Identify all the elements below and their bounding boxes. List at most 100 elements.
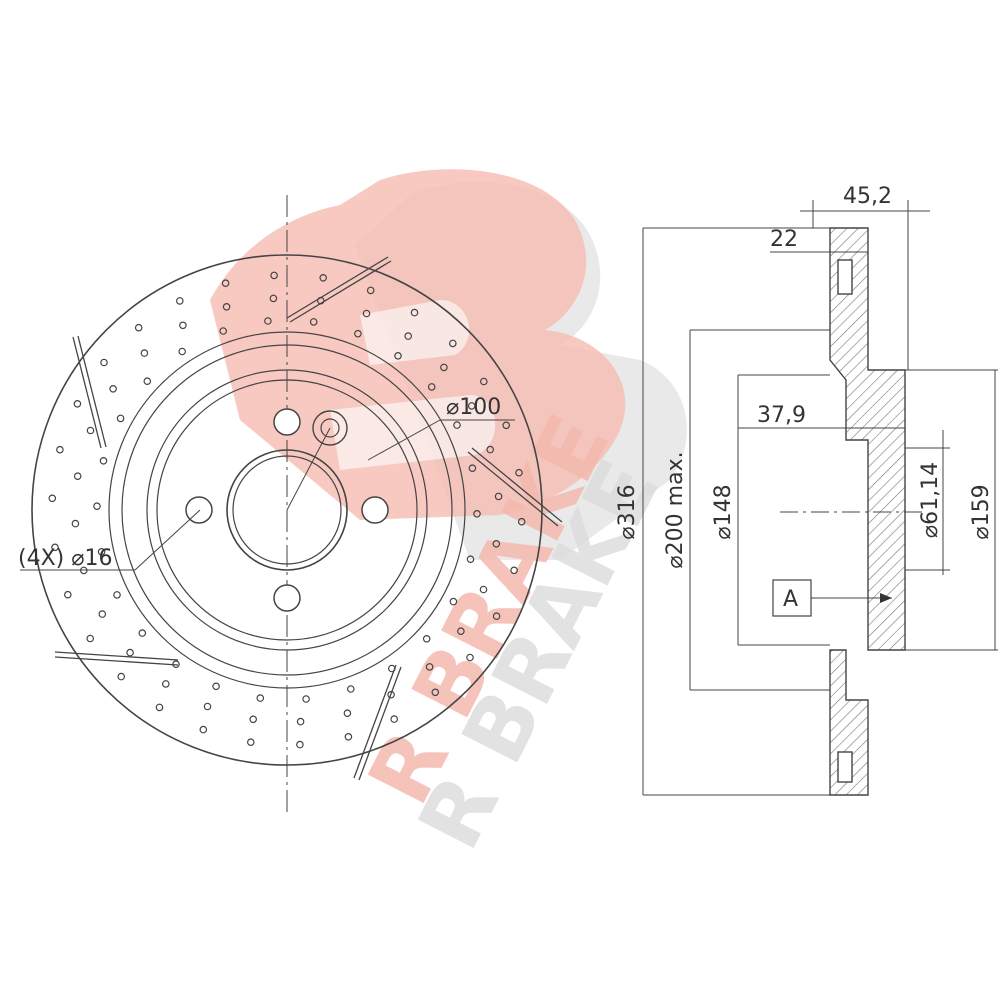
bolt-hole (273, 584, 301, 612)
drill-hole (479, 585, 488, 594)
drill-hole (404, 332, 413, 340)
drill-hole (449, 597, 458, 606)
drill-hole (468, 464, 477, 473)
dim-outer-diameter: ⌀316 (615, 484, 640, 539)
drill-hole (162, 680, 170, 688)
locating-hole-inner (320, 418, 340, 438)
drill-hole (99, 456, 108, 465)
drill-hole (362, 309, 371, 318)
drill-hole (256, 694, 265, 702)
drill-hole (425, 663, 434, 671)
drill-hole (390, 715, 399, 723)
drill-hole (219, 327, 228, 335)
drill-hole (344, 732, 353, 741)
vent-gap-lower (837, 751, 853, 783)
drill-hole (270, 271, 278, 280)
locating-hole-outer (312, 410, 348, 446)
datum-label: A (783, 587, 798, 612)
drill-hole (98, 610, 107, 618)
drill-holes (48, 271, 526, 749)
drill-hole (448, 339, 457, 348)
drill-hole (176, 297, 184, 305)
drill-hole (48, 494, 57, 503)
dim-overall-thickness: 45,2 (843, 184, 892, 209)
drill-hole (494, 492, 503, 501)
drill-hole (73, 399, 82, 408)
drill-hole (296, 740, 304, 749)
drill-hole (222, 302, 231, 311)
center-bore-outer (226, 449, 348, 571)
drill-hole (466, 555, 475, 564)
hat-inner-circle (156, 379, 418, 641)
drill-hole (343, 709, 352, 718)
drill-hole (410, 308, 419, 317)
drill-hole (466, 653, 474, 662)
logo-cutout (360, 300, 470, 365)
drill-hole (269, 294, 278, 303)
drill-hole (203, 702, 212, 711)
drill-hole (431, 688, 440, 697)
drill-hole (179, 321, 187, 330)
bolt-circle-leader (286, 427, 331, 511)
drill-hole (453, 421, 461, 429)
drill-hole (479, 377, 488, 386)
slot-groove-1 (286, 256, 392, 323)
drill-hole (492, 539, 501, 548)
front-view (20, 195, 563, 815)
drill-hole (492, 612, 501, 621)
drill-hole (394, 351, 402, 360)
drill-hole (100, 358, 108, 367)
drill-hole (354, 329, 362, 338)
bolt-hole-label: (4X) ⌀16 (18, 546, 112, 571)
hat-step-circle (146, 369, 428, 651)
dim-hat-diameter: ⌀148 (711, 484, 736, 539)
drill-hole (387, 690, 395, 699)
dim-disc-thickness: 22 (770, 227, 798, 252)
datum-arrow (880, 593, 892, 603)
drill-hole (296, 717, 305, 726)
drill-hole (427, 383, 436, 391)
drill-hole (515, 468, 523, 477)
slot-groove-5 (72, 335, 107, 449)
drill-hole (140, 349, 149, 357)
dim-hub-diameter: ⌀159 (969, 484, 994, 539)
bolt-hole (361, 496, 389, 524)
drill-hole (56, 445, 64, 454)
bolt-holes (185, 408, 389, 612)
disc-outer-edge (31, 254, 543, 766)
drill-hole (97, 547, 106, 556)
drill-hole (221, 279, 230, 288)
drill-hole (467, 402, 476, 410)
drill-hole (93, 502, 101, 511)
drill-hole (86, 426, 95, 435)
bolt-hole (273, 408, 301, 436)
dim-hat-depth: 37,9 (757, 403, 806, 428)
drill-hole (510, 566, 518, 575)
drill-hole (126, 648, 134, 657)
slot-groove-4 (54, 651, 179, 666)
drill-hole (247, 738, 255, 747)
drill-hole (51, 543, 59, 552)
drill-hole (64, 590, 72, 599)
drill-hole (113, 591, 121, 599)
dim-center-bore: ⌀61,14 (918, 462, 943, 538)
drill-hole (249, 715, 258, 724)
drill-hole (346, 685, 355, 693)
dimension-lines (642, 200, 998, 796)
drill-hole (422, 634, 431, 643)
center-bore-inner (232, 455, 342, 565)
drill-hole (117, 672, 126, 681)
friction-ring-inner-edge (108, 331, 466, 689)
drill-hole (138, 629, 147, 637)
drill-hole (143, 377, 152, 386)
drill-hole (486, 445, 495, 454)
drill-hole (212, 682, 220, 691)
drill-hole (457, 627, 465, 636)
datum-box (772, 579, 812, 617)
hat-outer-circle (121, 344, 453, 676)
drill-hole (366, 286, 375, 295)
drill-hole (116, 414, 125, 423)
drill-hole (178, 347, 187, 356)
